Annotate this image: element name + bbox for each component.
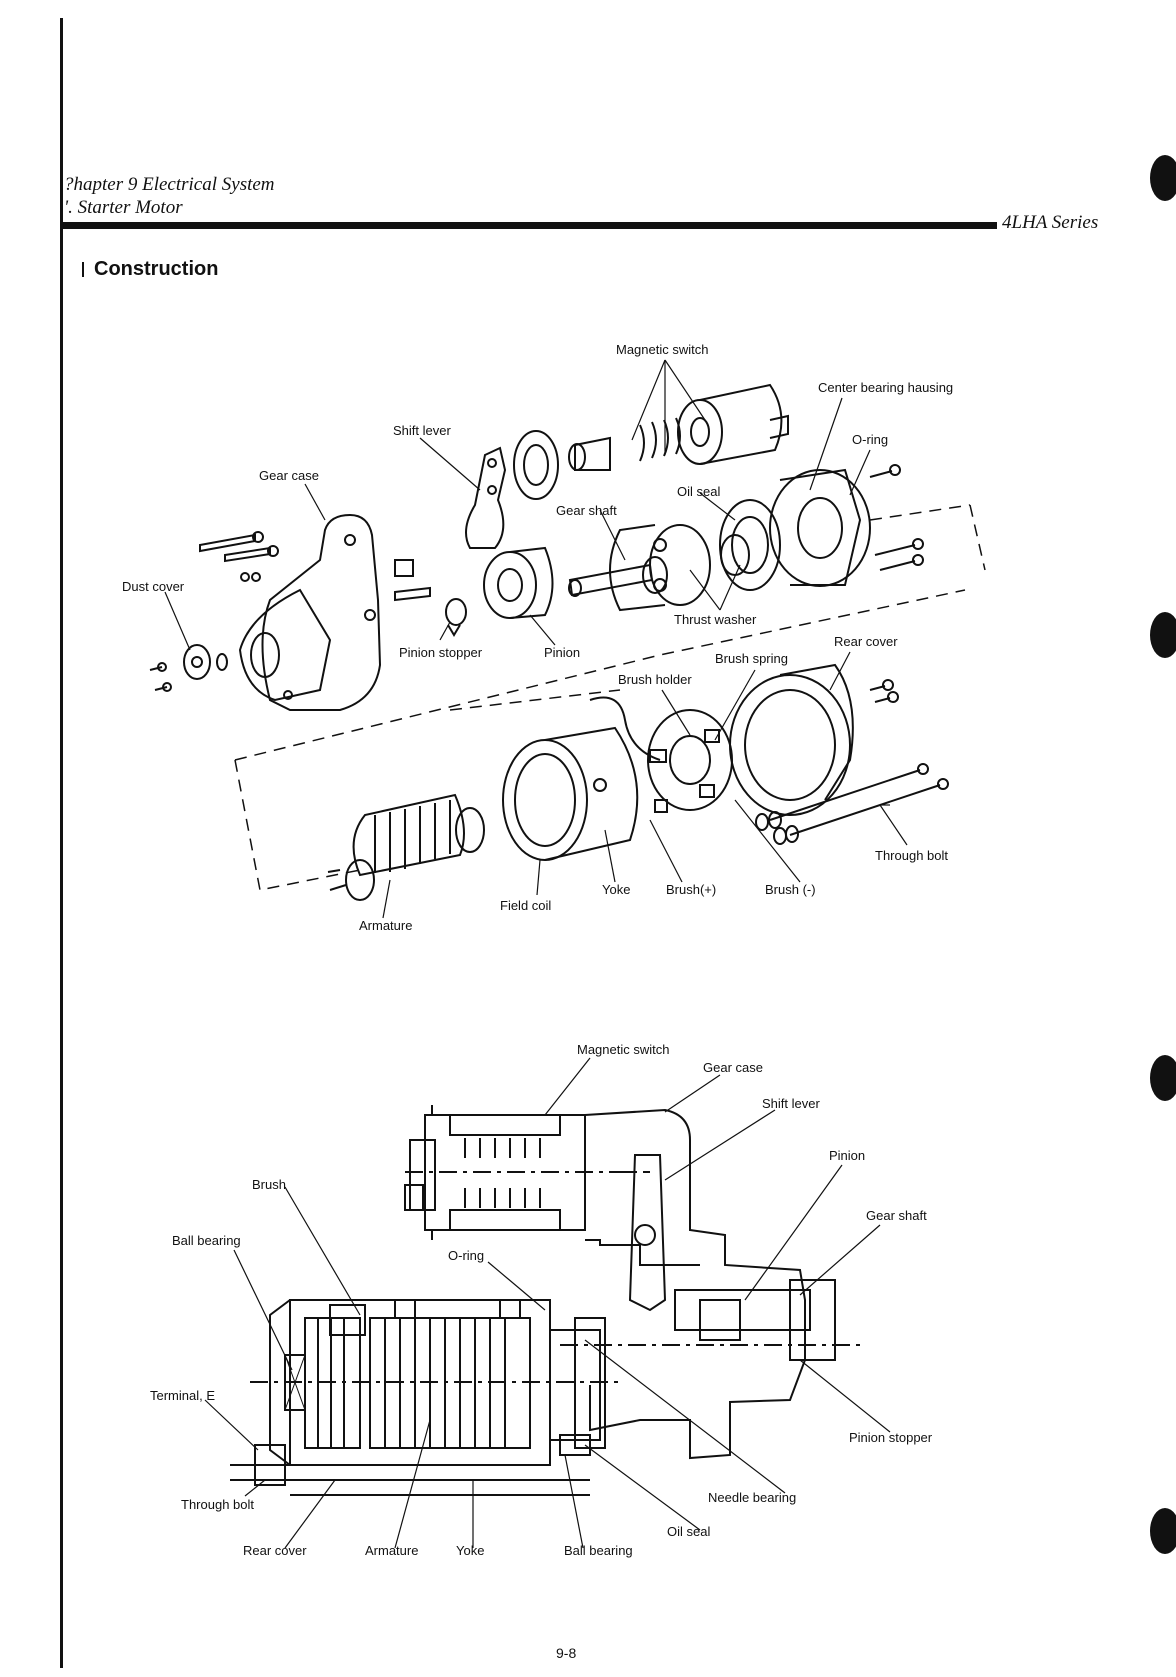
yoke-part bbox=[502, 726, 668, 861]
rear-cover-part bbox=[729, 663, 854, 816]
through-bolts-part bbox=[755, 763, 949, 845]
construction-heading: Construction bbox=[94, 258, 219, 280]
exploded-label-oil-seal: Oil seal bbox=[677, 484, 721, 499]
section-label-yoke: Yoke bbox=[456, 1543, 485, 1558]
section-label-pinion: Pinion bbox=[829, 1148, 866, 1163]
exploded-label-brush-minus: Brush (-) bbox=[765, 882, 816, 897]
exploded-label-thrust-washer: Thrust washer bbox=[674, 612, 757, 627]
section-label-pinion-stopper: Pinion stopper bbox=[849, 1430, 933, 1445]
section-rear-cover bbox=[230, 1299, 590, 1496]
exploded-label-o-ring: O-ring bbox=[852, 432, 889, 447]
section-label-gear-case: Gear case bbox=[703, 1060, 763, 1075]
brush-holder-part bbox=[647, 709, 733, 811]
dust-cover-part bbox=[149, 644, 228, 692]
exploded-label-brush-plus: Brush(+) bbox=[666, 882, 717, 897]
exploded-label-pinion-stopper: Pinion stopper bbox=[399, 645, 483, 660]
section-bearings bbox=[284, 1299, 591, 1456]
exploded-label-rear-cover: Rear cover bbox=[834, 634, 898, 649]
binder-hole bbox=[1150, 155, 1176, 201]
ring-part bbox=[513, 430, 559, 500]
section-label-ball-bearing-bottom: Ball bearing bbox=[564, 1543, 633, 1558]
exploded-label-center-bearing-housing: Center bearing hausing bbox=[818, 380, 954, 395]
section-gear-case bbox=[584, 1108, 806, 1460]
binder-hole bbox=[1150, 1055, 1176, 1101]
exploded-label-shift-lever: Shift lever bbox=[393, 423, 451, 438]
section-label-armature: Armature bbox=[365, 1543, 419, 1558]
gear-case-bolts bbox=[199, 531, 279, 582]
section-title: '. Starter Motor bbox=[64, 197, 183, 218]
section-label-shift-lever: Shift lever bbox=[762, 1096, 820, 1111]
section-label-ball-bearing-top: Ball bearing bbox=[172, 1233, 241, 1248]
exploded-label-armature: Armature bbox=[359, 918, 413, 933]
exploded-label-yoke: Yoke bbox=[602, 882, 631, 897]
gear-shaft-part bbox=[568, 556, 668, 597]
section-label-gear-shaft: Gear shaft bbox=[866, 1208, 927, 1223]
section-shift-lever bbox=[610, 1154, 667, 1312]
brush-lead-part bbox=[589, 696, 661, 761]
header-rule bbox=[62, 222, 997, 229]
exploded-label-brush-spring: Brush spring bbox=[715, 651, 788, 666]
exploded-label-through-bolt: Through bolt bbox=[875, 848, 948, 863]
section-marker bbox=[82, 262, 84, 277]
section-label-rear-cover: Rear cover bbox=[243, 1543, 307, 1558]
binding-rule bbox=[60, 18, 63, 1668]
exploded-label-gear-case: Gear case bbox=[259, 468, 319, 483]
section-magnetic-switch bbox=[404, 1105, 650, 1240]
exploded-label-magnetic-switch: Magnetic switch bbox=[616, 342, 709, 357]
section-label-through-bolt: Through bolt bbox=[181, 1497, 254, 1512]
exploded-label-field-coil: Field coil bbox=[500, 898, 552, 913]
page-number: 9-8 bbox=[556, 1645, 577, 1661]
gear-case-part bbox=[238, 513, 382, 711]
exploded-label-pinion: Pinion bbox=[544, 645, 581, 660]
binder-hole bbox=[1150, 612, 1176, 658]
shift-lever-part bbox=[465, 446, 507, 549]
series-label: 4LHA Series bbox=[1002, 212, 1099, 233]
exploded-label-dust-cover: Dust cover bbox=[122, 579, 185, 594]
exploded-label-brush-holder: Brush holder bbox=[618, 672, 692, 687]
center-bearing-housing-part bbox=[769, 468, 871, 587]
section-gear-shaft bbox=[560, 1279, 860, 1361]
pinion-part bbox=[483, 546, 554, 619]
armature-part bbox=[327, 793, 485, 901]
binder-hole bbox=[1150, 1508, 1176, 1554]
section-label-brush: Brush bbox=[252, 1177, 286, 1192]
exploded-label-gear-shaft: Gear shaft bbox=[556, 503, 617, 518]
section-label-terminal-e: Terminal, E bbox=[150, 1388, 216, 1403]
section-label-o-ring: O-ring bbox=[448, 1248, 485, 1263]
magnetic-switch-part bbox=[568, 383, 789, 471]
section-label-needle-bearing: Needle bearing bbox=[708, 1490, 797, 1505]
chapter-title: ?hapter 9 Electrical System bbox=[64, 174, 275, 195]
oil-seal-part bbox=[719, 499, 781, 591]
section-label-oil-seal: Oil seal bbox=[667, 1524, 711, 1539]
section-label-magnetic-switch: Magnetic switch bbox=[577, 1042, 670, 1057]
